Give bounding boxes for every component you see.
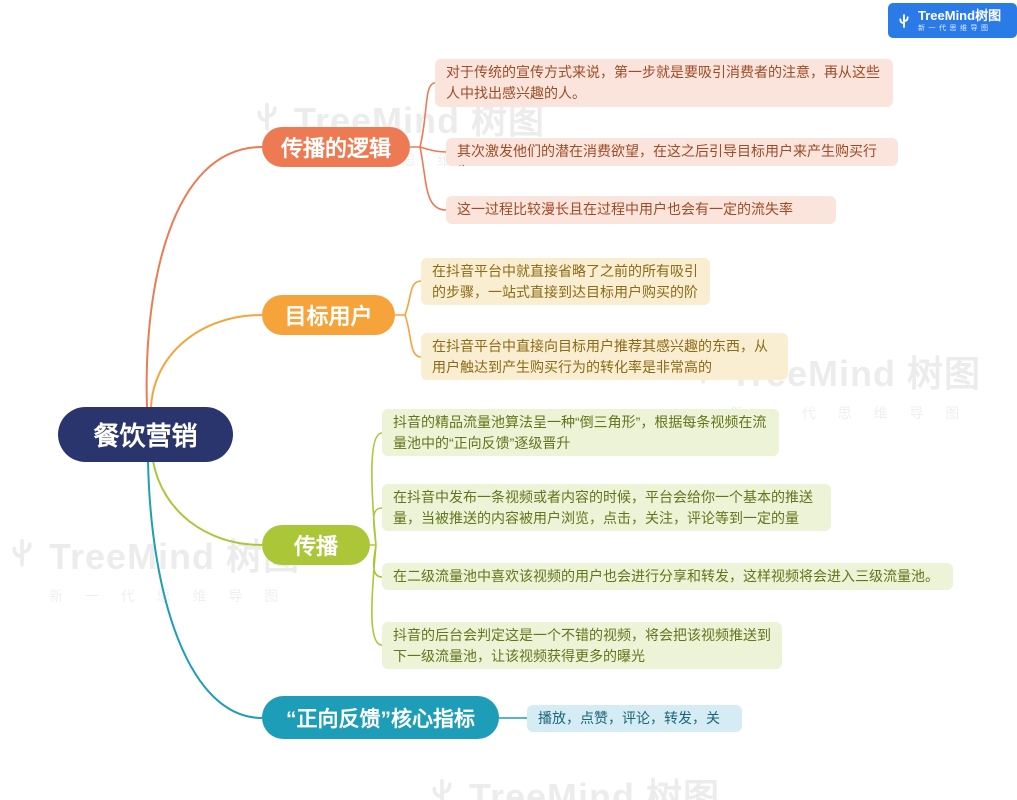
treemind-cactus-icon (12, 538, 32, 567)
link-root-branch3 (152, 460, 263, 546)
branch-node-positive-feedback-metrics[interactable]: “正向反馈”核心指标 (262, 696, 499, 739)
watermark: TreeMind 树图 新 一 代 思 维 导 图 (5, 528, 300, 606)
note-box[interactable]: 抖音的后台会判定这是一个不错的视频，将会把该视频推送到下一级流量池，让该视频获得… (382, 622, 782, 669)
watermark-subtitle: 新 一 代 思 维 导 图 (49, 588, 288, 604)
treemind-cactus-icon (432, 778, 452, 800)
link-root-branch4 (147, 460, 263, 719)
branch-node-target-users[interactable]: 目标用户 (262, 295, 395, 335)
link-root-branch2 (150, 314, 263, 409)
watermark: TreeMind 树图 新 一 代 思 维 导 图 (425, 768, 720, 800)
note-box[interactable]: 抖音的精品流量池算法呈一种“倒三角形”，根据每条视频在流量池中的“正向反馈”逐级… (382, 409, 779, 456)
watermark-title: TreeMind 树图 (49, 536, 301, 577)
link-branch2-children (395, 280, 422, 358)
note-box[interactable]: 对于传统的宣传方式来说，第一步就是要吸引消费者的注意，再从这些人中找出感兴趣的人… (435, 59, 893, 107)
note-box[interactable]: 这一过程比较漫长且在过程中用户也会有一定的流失率 (446, 196, 836, 224)
branch-node-spread[interactable]: 传播 (262, 525, 370, 565)
treemind-logo-badge[interactable]: TreeMind树图 新一代思维导图 (888, 3, 1017, 38)
note-box[interactable]: 在抖音平台中就直接省略了之前的所有吸引的步骤，一站式直接到达目标用户购买的阶段 (421, 258, 710, 305)
treemind-cactus-icon (899, 13, 909, 28)
branch-node-spread-logic[interactable]: 传播的逻辑 (262, 127, 410, 167)
note-box[interactable]: 在二级流量池中喜欢该视频的用户也会进行分享和转发，这样视频将会进入三级流量池。 (382, 563, 953, 590)
note-box[interactable]: 播放，点赞，评论，转发，关注。 (527, 705, 742, 732)
note-box[interactable]: 在抖音平台中直接向目标用户推荐其感兴趣的东西，从用户触达到产生购买行为的转化率是… (421, 333, 788, 380)
watermark-title: TreeMind 树图 (469, 776, 721, 800)
logo-title: TreeMind树图 (918, 8, 1002, 23)
logo-subtitle: 新一代思维导图 (918, 25, 992, 32)
link-branch3-children (370, 432, 383, 646)
note-box[interactable]: 在抖音中发布一条视频或者内容的时候，平台会给你一个基本的推送量，当被推送的内容被… (382, 484, 831, 531)
note-box[interactable]: 其次激发他们的潜在消费欲望，在这之后引导目标用户来产生购买行为。 (446, 138, 898, 166)
link-root-branch1 (145, 146, 263, 409)
root-node[interactable]: 餐饮营销 (58, 407, 233, 462)
